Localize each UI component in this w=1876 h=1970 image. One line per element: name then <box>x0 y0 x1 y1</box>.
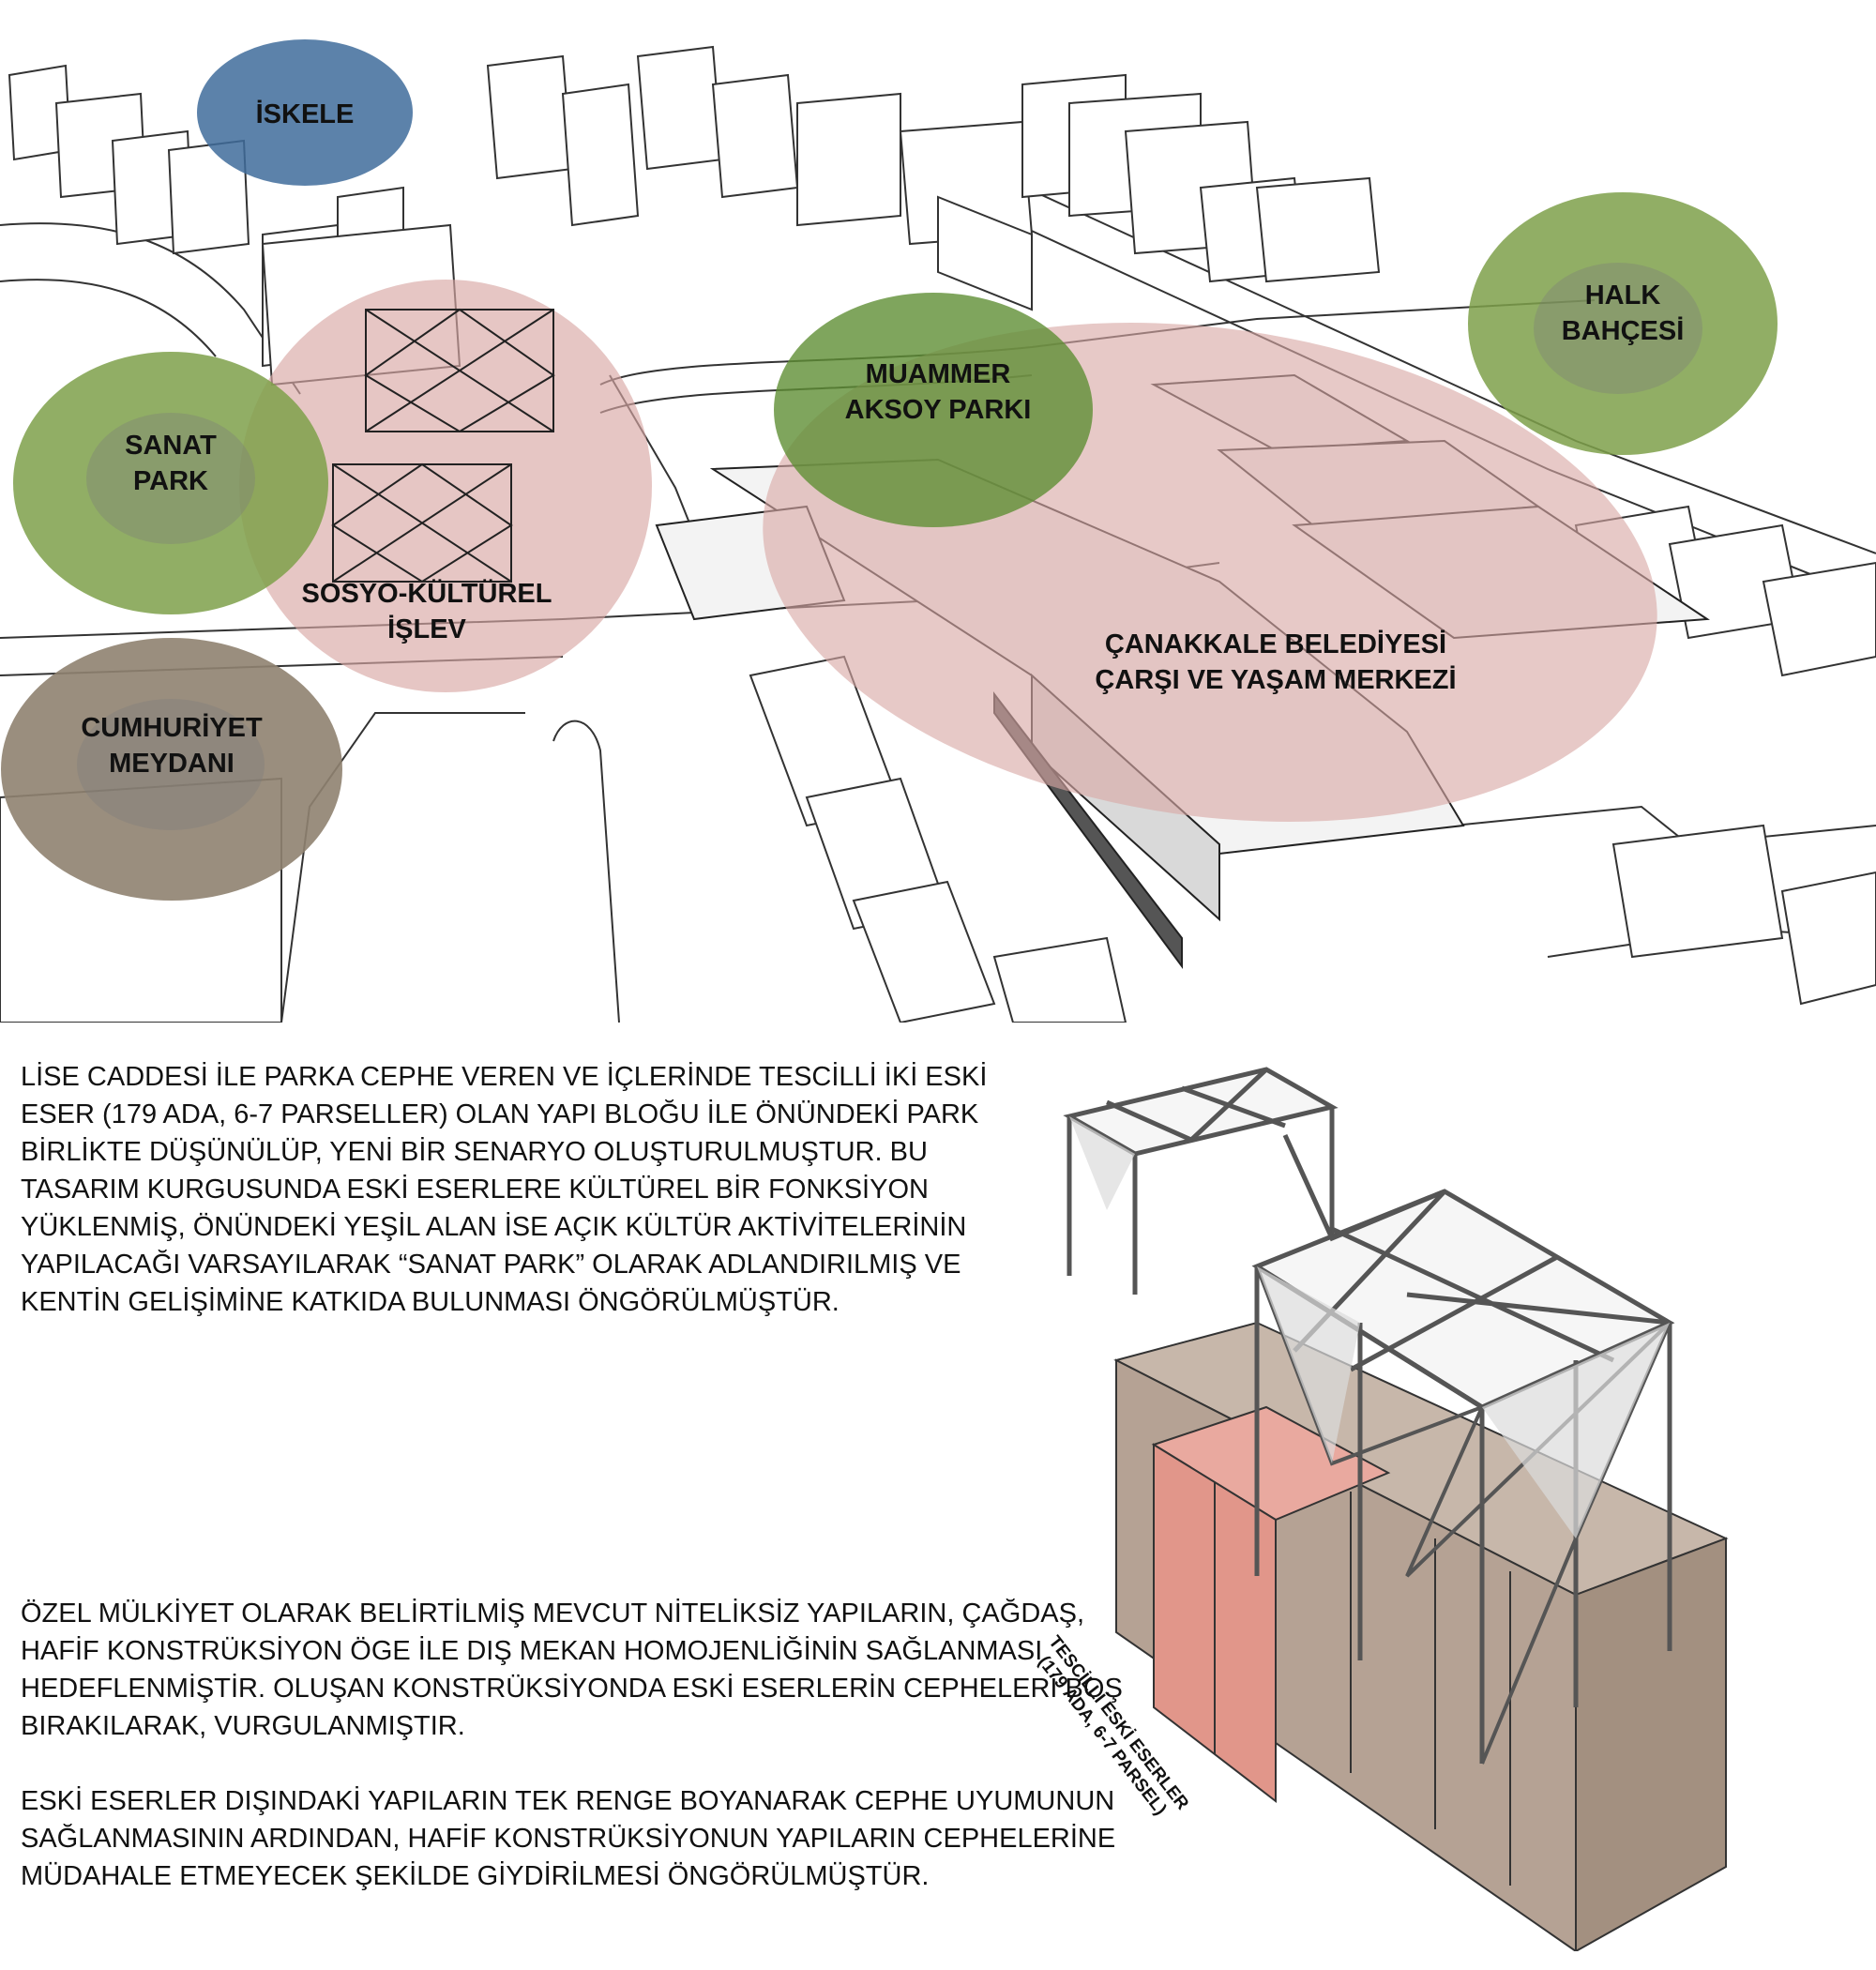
zone-muammer-aksoy <box>774 293 1093 527</box>
zone-ellipses <box>1 39 1778 901</box>
zone-label-iskele: İSKELE <box>255 99 355 129</box>
zone-label-muammer-aksoy: MUAMMER AKSOY PARKI <box>844 359 1032 425</box>
paragraph-sanat-park: LİSE CADDESİ İLE PARKA CEPHE VEREN VE İÇ… <box>21 1062 988 1317</box>
zone-label-sanat-park: SANAT PARK <box>125 431 217 496</box>
zone-label-cumhuriyet: CUMHURİYET MEYDANI <box>81 713 263 779</box>
paragraph-lightweight-construction: ÖZEL MÜLKİYET OLARAK BELİRTİLMİŞ MEVCUT … <box>21 1599 1123 1741</box>
zone-halk-bahcesi <box>1468 192 1778 455</box>
zone-sosyo-kulturel <box>239 280 652 692</box>
site-axonometric-map: İSKELE HALK BAHÇESİ SANAT PARK MUAMMER A… <box>0 39 1876 1023</box>
building-blocks <box>1113 1321 1729 1951</box>
lightweight-frame-diagram <box>1063 1067 1729 1951</box>
block-right-face <box>1575 1537 1727 1951</box>
zone-sanat-park <box>13 352 328 614</box>
zone-iskele <box>197 39 413 186</box>
zone-label-sosyo-kulturel: SOSYO-KÜLTÜREL İŞLEV <box>301 579 552 644</box>
canopy-panels <box>1069 1116 1670 1538</box>
zone-label-canakkale: ÇANAKKALE BELEDİYESİ ÇARŞI VE YAŞAM MERK… <box>1095 629 1457 695</box>
zone-cumhuriyet <box>1 638 342 901</box>
lattice-structures <box>331 308 555 583</box>
context-buildings <box>0 45 1876 1023</box>
paragraph-facade-harmony: ESKİ ESERLER DIŞINDAKİ YAPILARIN TEK REN… <box>21 1786 1116 1891</box>
label-halos <box>77 263 1702 830</box>
site-map-drawing <box>0 39 1876 1023</box>
zone-label-halk-bahcesi: HALK BAHÇESİ <box>1561 280 1685 346</box>
